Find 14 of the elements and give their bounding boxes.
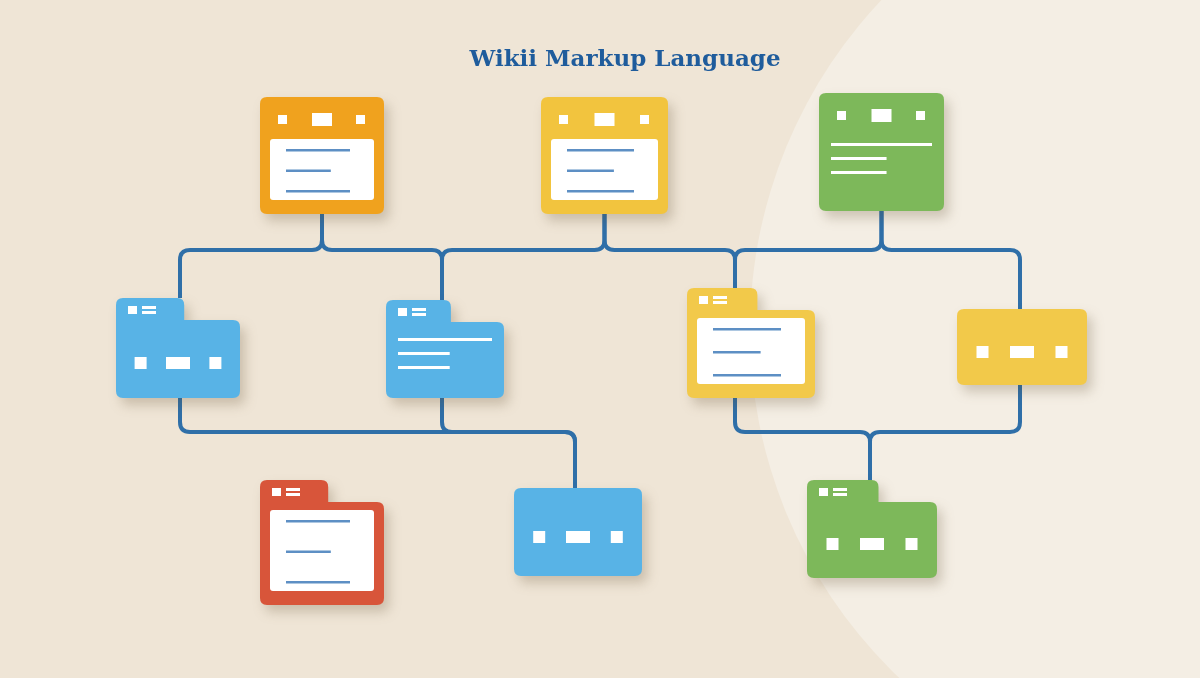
box-drawing [957,309,1087,385]
connector-line [879,211,1022,309]
title: Wikii Markup Language [468,44,782,71]
window-drawing [260,97,384,214]
folder-drawing [386,300,504,398]
folder-drawing [687,288,815,398]
box-drawing [514,488,642,576]
folder-drawing [807,480,937,578]
window-drawing [541,97,668,214]
connector-line [440,398,577,488]
folder-drawing [260,480,384,605]
window-drawing [819,93,944,211]
connector-line [868,385,1022,480]
folder-drawing [116,298,240,398]
